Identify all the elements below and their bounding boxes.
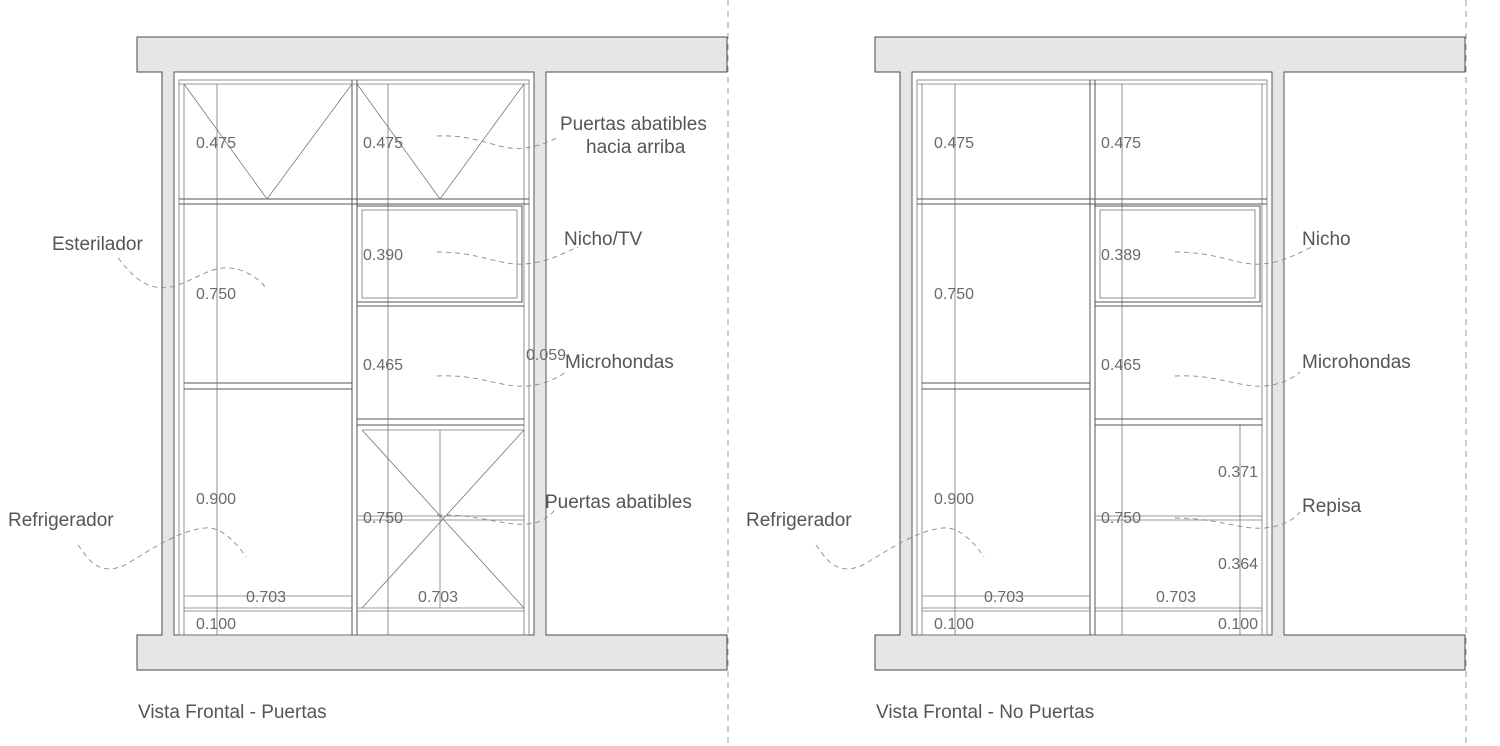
label-microhondas: Microhondas bbox=[565, 352, 674, 373]
dim-plinth-left: 0.100 bbox=[934, 616, 974, 633]
dim-nicho: 0.389 bbox=[1101, 247, 1141, 264]
dim-width-left: 0.703 bbox=[246, 589, 286, 606]
dim-upper-shelf: 0.371 bbox=[1218, 464, 1258, 481]
nicho-box bbox=[1094, 205, 1261, 303]
dim-plinth-right: 0.100 bbox=[1218, 616, 1258, 633]
right-view-title: Vista Frontal - No Puertas bbox=[876, 702, 1094, 723]
dim-esterilador: 0.750 bbox=[934, 286, 974, 303]
dim-top-left: 0.475 bbox=[934, 135, 974, 152]
dim-plinth: 0.100 bbox=[196, 616, 236, 633]
label-refrigerador: Refrigerador bbox=[8, 510, 114, 531]
dim-refrigerador: 0.900 bbox=[196, 491, 236, 508]
dim-width-right: 0.703 bbox=[418, 589, 458, 606]
label-repisa: Repisa bbox=[1302, 496, 1362, 517]
label-nicho-tv: Nicho/TV bbox=[564, 229, 642, 250]
label-nicho: Nicho bbox=[1302, 229, 1351, 250]
label-refrigerador: Refrigerador bbox=[746, 510, 852, 531]
top-left-door-swing bbox=[183, 83, 353, 200]
dim-width-right: 0.703 bbox=[1156, 589, 1196, 606]
label-puertas-arriba-line2: hacia arriba bbox=[586, 137, 686, 158]
dim-nicho: 0.390 bbox=[363, 247, 403, 264]
nicho-tv-box bbox=[356, 205, 523, 303]
dim-esterilador: 0.750 bbox=[196, 286, 236, 303]
left-elevation-view: 0.475 0.475 0.750 0.390 0.465 0.059 0.90… bbox=[8, 36, 728, 723]
dim-width-left: 0.703 bbox=[984, 589, 1024, 606]
dim-microhondas: 0.465 bbox=[1101, 357, 1141, 374]
label-puertas-abatibles: Puertas abatibles bbox=[545, 492, 692, 513]
dim-top-left: 0.475 bbox=[196, 135, 236, 152]
label-esterilador: Esterilador bbox=[52, 234, 143, 255]
lower-door-swing-b bbox=[361, 429, 525, 609]
right-elevation-view: 0.475 0.475 0.750 0.389 0.465 0.900 0.37… bbox=[746, 36, 1466, 723]
dim-refrigerador: 0.900 bbox=[934, 491, 974, 508]
label-microhondas: Microhondas bbox=[1302, 352, 1411, 373]
dim-microhondas: 0.465 bbox=[363, 357, 403, 374]
dim-lower-doors: 0.750 bbox=[363, 510, 403, 527]
dim-lower-shelf: 0.364 bbox=[1218, 556, 1258, 573]
dim-gap: 0.059 bbox=[526, 347, 566, 364]
top-right-door-swing bbox=[356, 83, 525, 200]
dim-lower-compartment: 0.750 bbox=[1101, 510, 1141, 527]
dim-top-right: 0.475 bbox=[363, 135, 403, 152]
left-view-title: Vista Frontal - Puertas bbox=[138, 702, 327, 723]
label-puertas-arriba-line1: Puertas abatibles bbox=[560, 114, 707, 135]
dim-top-right: 0.475 bbox=[1101, 135, 1141, 152]
